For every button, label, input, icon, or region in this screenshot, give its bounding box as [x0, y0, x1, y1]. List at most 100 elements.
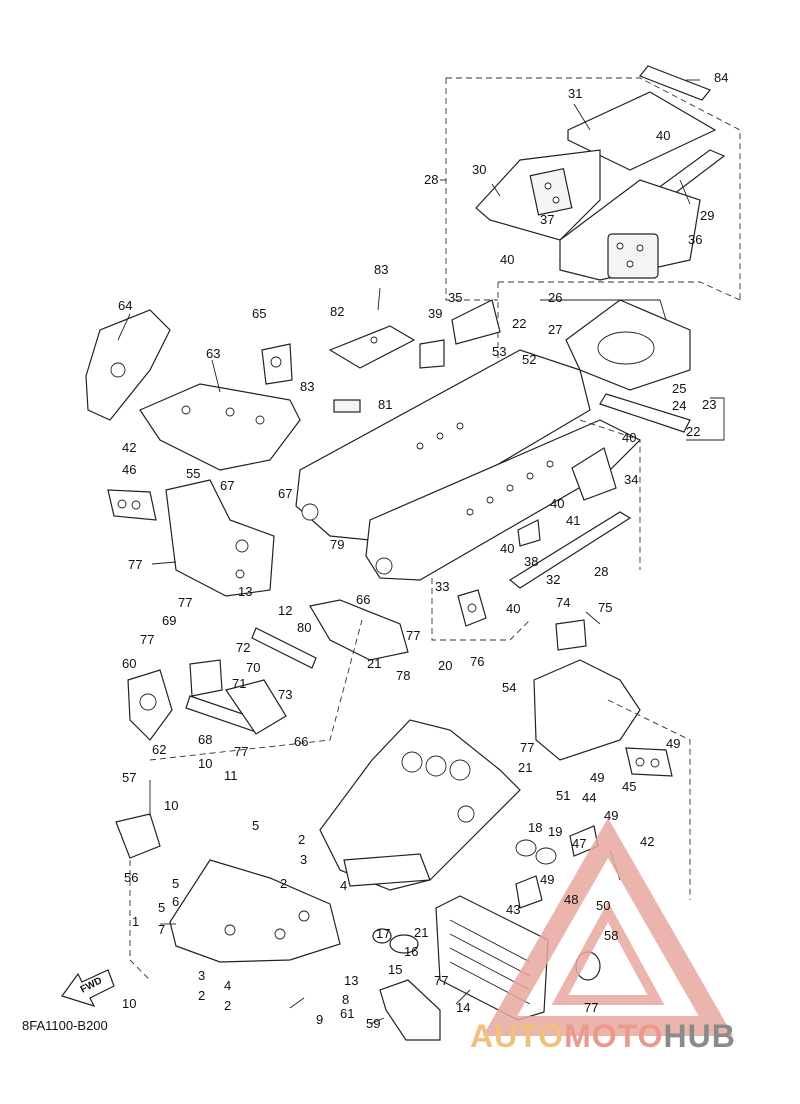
- callout-10: 10: [122, 996, 136, 1011]
- part-31-deck: [567, 91, 717, 171]
- callout-26: 26: [548, 290, 562, 305]
- part-12-bar: [251, 627, 317, 669]
- callout-3: 3: [300, 852, 307, 867]
- part-15-sleeve: [389, 934, 419, 954]
- tunnel-upper-section: [295, 349, 591, 541]
- callout-79: 79: [330, 537, 344, 552]
- callout-77: 77: [128, 557, 142, 572]
- callout-39: 39: [428, 306, 442, 321]
- callout-45: 45: [622, 779, 636, 794]
- callout-69: 69: [162, 613, 176, 628]
- callout-5: 5: [158, 900, 165, 915]
- part-43-plate: [515, 875, 543, 909]
- callout-36: 36: [688, 232, 702, 247]
- callout-67: 67: [278, 486, 292, 501]
- callout-47: 47: [572, 836, 586, 851]
- callout-10: 10: [198, 756, 212, 771]
- callout-15: 15: [388, 962, 402, 977]
- callout-38: 38: [524, 554, 538, 569]
- part-17-plug: [372, 928, 392, 944]
- callout-71: 71: [232, 676, 246, 691]
- part-74-bracket: [555, 619, 587, 651]
- watermark-part2: MOTO: [564, 1018, 664, 1054]
- callout-66: 66: [294, 734, 308, 749]
- part-35-bracket: [451, 299, 501, 345]
- fwd-arrow-icon: [61, 969, 115, 1007]
- callout-30: 30: [472, 162, 486, 177]
- part-22-bar: [599, 393, 691, 433]
- callout-2: 2: [280, 876, 287, 891]
- callout-22: 22: [512, 316, 526, 331]
- part-71-bracket: [189, 659, 223, 697]
- part-18-ring: [515, 839, 537, 857]
- part-45-gasket: [625, 747, 673, 777]
- callout-18: 18: [528, 820, 542, 835]
- callout-77: 77: [520, 740, 534, 755]
- callout-67: 67: [220, 478, 234, 493]
- callout-17: 17: [376, 926, 390, 941]
- part-70-bracket: [225, 679, 287, 735]
- callout-21: 21: [518, 760, 532, 775]
- part-1-front-frame: [169, 859, 341, 963]
- callout-13: 13: [238, 584, 252, 599]
- callout-7: 7: [158, 922, 165, 937]
- callout-57: 57: [122, 770, 136, 785]
- callout-3: 3: [198, 968, 205, 983]
- callout-77: 77: [178, 595, 192, 610]
- callout-49: 49: [590, 770, 604, 785]
- callout-29: 29: [700, 208, 714, 223]
- callout-63: 63: [206, 346, 220, 361]
- callout-40: 40: [550, 496, 564, 511]
- callout-77: 77: [434, 973, 448, 988]
- part-41-plate: [517, 519, 541, 547]
- callout-68: 68: [198, 732, 212, 747]
- part-56-bracket: [115, 813, 161, 859]
- callout-82: 82: [330, 304, 344, 319]
- callout-40: 40: [506, 601, 520, 616]
- callout-51: 51: [556, 788, 570, 803]
- callout-61: 61: [340, 1006, 354, 1021]
- callout-5: 5: [252, 818, 259, 833]
- diagram-code: 8FA1100-B200: [22, 1018, 108, 1033]
- watermark-triangle-icon: [482, 817, 734, 1036]
- callout-5: 5: [172, 876, 179, 891]
- part-34-bracket: [571, 447, 617, 501]
- callout-12: 12: [278, 603, 292, 618]
- callout-53: 53: [492, 344, 506, 359]
- callout-59: 59: [366, 1016, 380, 1031]
- part-63-frame: [139, 383, 301, 471]
- part-54-bracket: [533, 659, 641, 761]
- part-59-cover: [379, 979, 441, 1041]
- callout-55: 55: [186, 466, 200, 481]
- callout-46: 46: [122, 462, 136, 477]
- callout-80: 80: [297, 620, 311, 635]
- callout-77: 77: [140, 632, 154, 647]
- callout-77: 77: [234, 744, 248, 759]
- callout-41: 41: [566, 513, 580, 528]
- part-64-bracket: [85, 309, 171, 421]
- callout-64: 64: [118, 298, 132, 313]
- callout-14: 14: [456, 1000, 470, 1015]
- part-39-plate: [419, 339, 445, 369]
- callout-76: 76: [470, 654, 484, 669]
- callout-1: 1: [132, 914, 139, 929]
- callout-83: 83: [374, 262, 388, 277]
- part-32-rail: [508, 511, 632, 589]
- callout-58: 58: [604, 928, 618, 943]
- bulkhead-floor: [343, 853, 431, 887]
- callout-77: 77: [584, 1000, 598, 1015]
- callout-56: 56: [124, 870, 138, 885]
- callout-52: 52: [522, 352, 536, 367]
- part-55-bracket: [165, 479, 275, 597]
- part-81-plate: [333, 399, 361, 413]
- watermark-part3: HUB: [663, 1018, 736, 1054]
- callout-34: 34: [624, 472, 638, 487]
- callout-62: 62: [152, 742, 166, 757]
- callout-54: 54: [502, 680, 516, 695]
- callout-2: 2: [298, 832, 305, 847]
- callout-23: 23: [702, 397, 716, 412]
- callout-2: 2: [198, 988, 205, 1003]
